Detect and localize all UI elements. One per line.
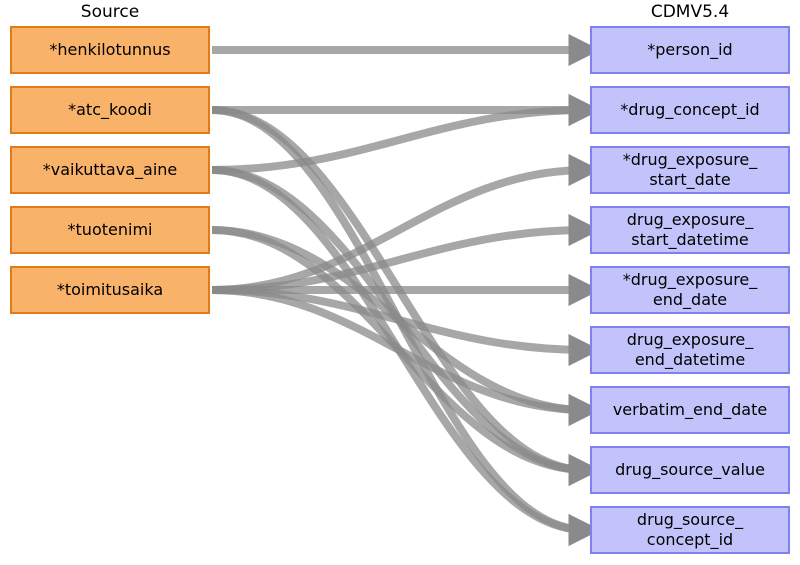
target-field-drug-concept-id[interactable]: *drug_concept_id [590, 86, 790, 134]
source-field-henkilotunnus[interactable]: *henkilotunnus [10, 26, 210, 74]
target-field-person-id[interactable]: *person_id [590, 26, 790, 74]
source-field-toimitusaika[interactable]: *toimitusaika [10, 266, 210, 314]
source-column-title: Source [80, 2, 140, 22]
target-field-drug-exposure-start-datetime[interactable]: drug_exposure_ start_datetime [590, 206, 790, 254]
source-field-atc-koodi[interactable]: *atc_koodi [10, 86, 210, 134]
target-field-verbatim-end-date[interactable]: verbatim_end_date [590, 386, 790, 434]
target-field-drug-exposure-end-datetime[interactable]: drug_exposure_ end_datetime [590, 326, 790, 374]
target-field-drug-source-concept-id[interactable]: drug_source_ concept_id [590, 506, 790, 554]
mapping-arrow-vaikuttava_aine-to-drug_concept_id [211, 94, 601, 174]
target-field-drug-source-value[interactable]: drug_source_value [590, 446, 790, 494]
target-column-title: CDMV5.4 [650, 2, 730, 22]
source-field-tuotenimi[interactable]: *tuotenimi [10, 206, 210, 254]
source-field-vaikuttava-aine[interactable]: *vaikuttava_aine [10, 146, 210, 194]
target-field-drug-exposure-end-date[interactable]: *drug_exposure_ end_date [590, 266, 790, 314]
target-field-drug-exposure-start-date[interactable]: *drug_exposure_ start_date [590, 146, 790, 194]
mapping-arrow-toimitusaika-to-verbatim_end_date [211, 286, 601, 426]
